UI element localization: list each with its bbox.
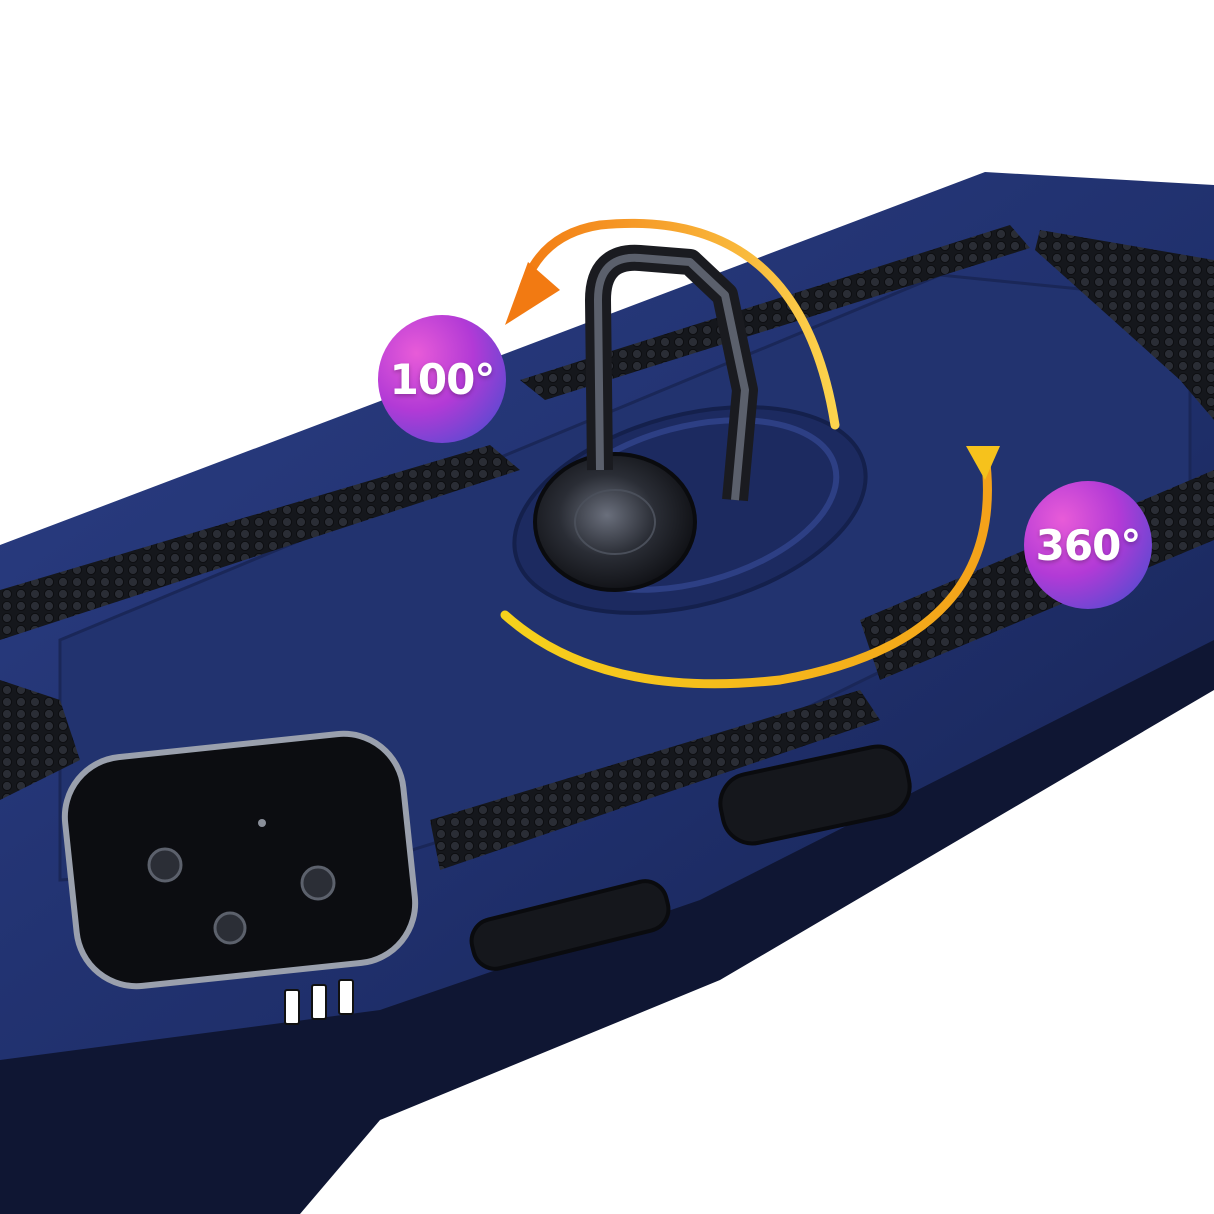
curved-arrow-yellow-icon	[500, 450, 992, 689]
camera-lens-1	[147, 847, 183, 883]
side-button-volume	[469, 879, 671, 971]
side-button-power	[718, 744, 912, 846]
kickstand-ring-icon	[533, 452, 697, 592]
camera-flash	[258, 819, 266, 827]
camera-lens-2	[300, 865, 336, 901]
armor-strip-left	[0, 445, 520, 640]
armor-strip-top	[520, 225, 1030, 400]
armor-strip-bottom	[430, 690, 880, 870]
armor-strip-corner-left	[0, 680, 80, 800]
curved-arrow-orange-icon	[515, 218, 840, 430]
armor-strip-top-right	[1035, 230, 1214, 420]
camera-lens-3	[213, 911, 247, 945]
corner-bumper	[284, 979, 354, 1025]
badge-fold-angle: 100°	[378, 315, 506, 443]
camera-module	[61, 730, 419, 990]
badge-rotation-angle: 360°	[1024, 481, 1152, 609]
